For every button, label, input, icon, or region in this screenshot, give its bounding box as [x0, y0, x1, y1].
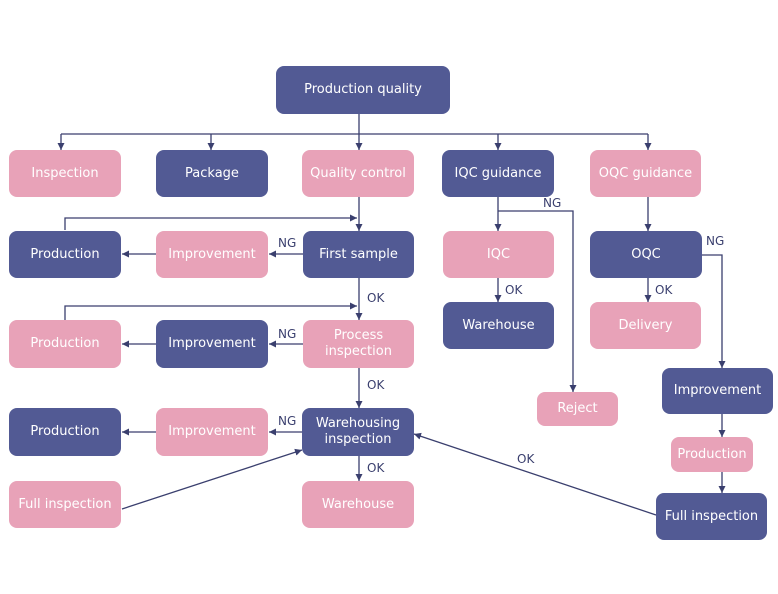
ng-label-warehousing: NG	[278, 414, 297, 428]
connector-loop-1	[64, 214, 357, 230]
ok-label-oqc: OK	[655, 283, 673, 297]
connector-oqc-ng	[702, 254, 726, 368]
ng-label-first-sample: NG	[278, 236, 297, 250]
improvement-node-2[interactable]: Improvement	[156, 320, 268, 368]
full-inspection-left-node[interactable]: Full inspection	[9, 481, 121, 528]
ng-label-oqc: NG	[706, 234, 725, 248]
connector-full-right-to-warehousing	[413, 432, 657, 516]
inspection-node[interactable]: Inspection	[9, 150, 121, 197]
ok-label-iqc: OK	[505, 283, 523, 297]
production-quality-node[interactable]: Production quality	[276, 66, 450, 114]
warehouse-main-node[interactable]: Warehouse	[302, 481, 414, 528]
improvement-node-1[interactable]: Improvement	[156, 231, 268, 278]
production-node-1[interactable]: Production	[9, 231, 121, 278]
ok-label-full-inspection: OK	[517, 452, 535, 466]
production-oqc-node[interactable]: Production	[671, 437, 753, 472]
package-node[interactable]: Package	[156, 150, 268, 197]
quality-control-node[interactable]: Quality control	[302, 150, 414, 197]
ok-label-warehousing: OK	[367, 461, 385, 475]
ng-label-iqc: NG	[543, 196, 562, 210]
iqc-node[interactable]: IQC	[443, 231, 554, 278]
process-inspection-node[interactable]: Process inspection	[303, 320, 414, 368]
ng-label-process: NG	[278, 327, 297, 341]
oqc-guidance-node[interactable]: OQC guidance	[590, 150, 701, 197]
connector-loop-2	[64, 302, 357, 320]
connector-full-left-to-warehousing	[121, 448, 303, 510]
oqc-node[interactable]: OQC	[590, 231, 702, 278]
warehousing-inspection-node[interactable]: Warehousing inspection	[302, 408, 414, 456]
improvement-oqc-node[interactable]: Improvement	[662, 368, 773, 414]
ok-label-first-sample: OK	[367, 291, 385, 305]
production-node-2[interactable]: Production	[9, 320, 121, 368]
production-node-3[interactable]: Production	[9, 408, 121, 456]
reject-node[interactable]: Reject	[537, 392, 618, 426]
ok-label-process: OK	[367, 378, 385, 392]
improvement-node-3[interactable]: Improvement	[156, 408, 268, 456]
connector-iqc-ng	[498, 210, 577, 392]
iqc-guidance-node[interactable]: IQC guidance	[442, 150, 554, 197]
delivery-node[interactable]: Delivery	[590, 302, 701, 349]
warehouse-iqc-node[interactable]: Warehouse	[443, 302, 554, 349]
full-inspection-right-node[interactable]: Full inspection	[656, 493, 767, 540]
first-sample-node[interactable]: First sample	[303, 231, 414, 278]
